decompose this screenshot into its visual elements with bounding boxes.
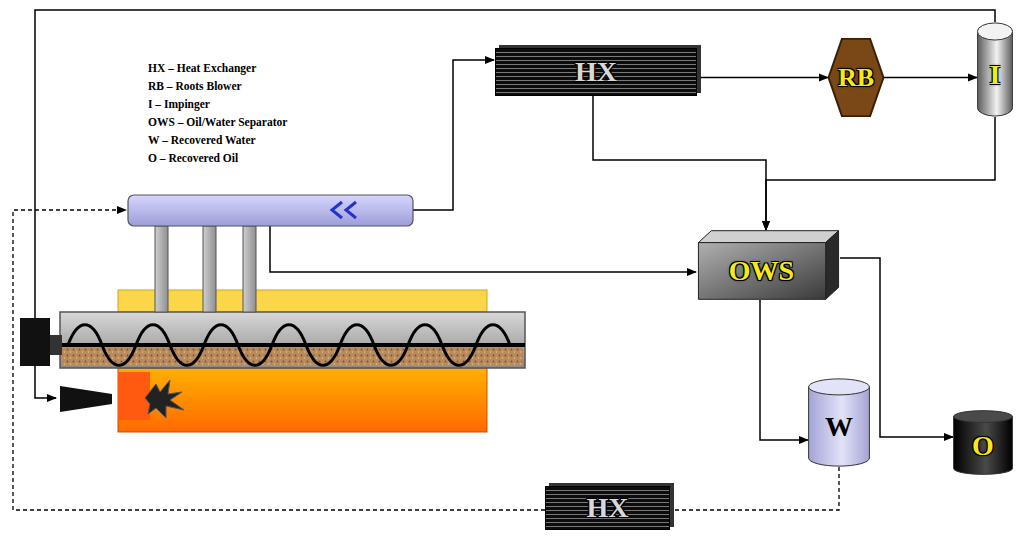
legend-text: HX – Heat Exchanger	[148, 62, 256, 74]
legend-text: RB – Roots Blower	[148, 80, 242, 92]
impinger: I	[977, 22, 1013, 117]
flow-line	[670, 467, 839, 510]
legend-text: O – Recovered Oil	[148, 152, 238, 164]
roots-blower: RB	[828, 38, 884, 117]
water-tank: W	[808, 378, 870, 467]
node-label: HX	[587, 494, 629, 522]
node-label: W	[825, 413, 853, 441]
node-label: I	[990, 61, 1001, 89]
oil-water-separator: OWS	[697, 230, 840, 300]
node-label: HX	[575, 58, 617, 86]
legend-text: W – Recovered Water	[148, 134, 256, 146]
node-label: OWS	[729, 257, 794, 285]
node-label: O	[972, 432, 994, 460]
flow-line	[697, 77, 828, 79]
flow-line	[884, 77, 977, 79]
flow-line	[766, 117, 995, 230]
node-label: RB	[838, 65, 874, 91]
heat-exchanger: HX	[545, 486, 670, 530]
heat-exchanger: HX	[495, 48, 697, 96]
flow-line	[760, 300, 808, 440]
oil-tank: O	[953, 410, 1013, 475]
legend-text: OWS – Oil/Water Separator	[148, 116, 287, 128]
flow-line	[593, 96, 766, 230]
legend-text: I – Impinger	[148, 98, 210, 110]
